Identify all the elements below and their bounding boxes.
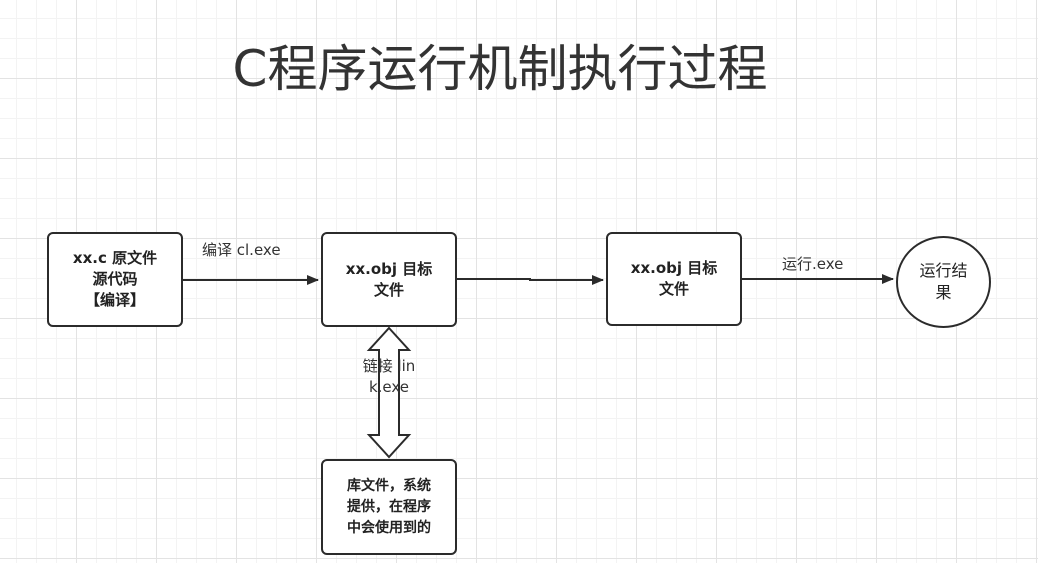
node-library-line-1: 库文件，系统: [347, 477, 431, 494]
diagram-title: C程序运行机制执行过程: [232, 40, 768, 98]
node-object-file-1: xx.obj 目标 文件: [321, 232, 457, 327]
node-source-line-3: 【编译】: [84, 291, 145, 309]
edge-obj-to-obj: [457, 275, 604, 285]
node-object-file-2: xx.obj 目标 文件: [606, 232, 742, 326]
node-object1-line-2: 文件: [373, 280, 404, 299]
node-result-line-1: 运行结: [919, 261, 968, 280]
node-object2-line-2: 文件: [658, 280, 689, 298]
edge-label-compile: 编译 cl.exe: [202, 241, 281, 259]
node-source-line-1: xx.c 原文件: [72, 249, 158, 267]
node-library-line-3: 中会使用到的: [347, 519, 431, 536]
node-result-line-2: 果: [935, 283, 952, 302]
node-run-result: 运行结 果: [896, 236, 991, 328]
node-library-file: 库文件，系统 提供，在程序 中会使用到的: [321, 459, 457, 555]
edge-link-double-arrow: [366, 326, 412, 459]
node-source-file: xx.c 原文件 源代码 【编译】: [47, 232, 183, 327]
node-object2-line-1: xx.obj 目标: [630, 259, 718, 277]
node-object1-line-1: xx.obj 目标: [345, 259, 433, 278]
node-source-line-2: 源代码: [92, 270, 138, 288]
node-library-line-2: 提供，在程序: [347, 498, 431, 515]
edge-label-link: 链接 link.exe: [362, 357, 416, 396]
edge-label-run: 运行.exe: [782, 255, 844, 273]
